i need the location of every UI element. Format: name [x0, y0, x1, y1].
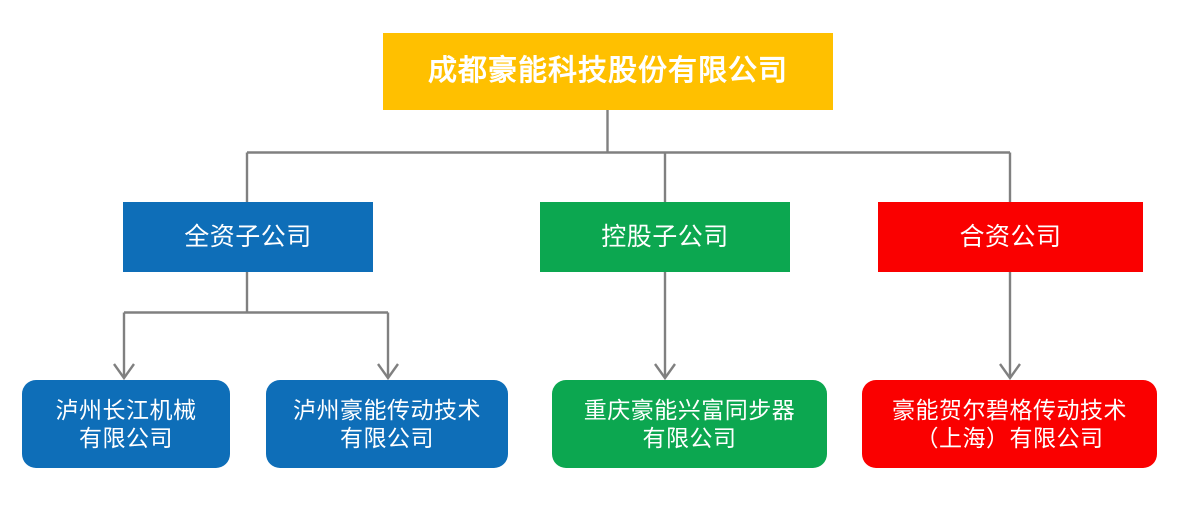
node-company-luzhou-haoneng[interactable]: 泸州豪能传动技术 有限公司 [266, 380, 508, 468]
arrowhead-blue-left [113, 363, 135, 381]
node-company-hoerbiger-shanghai[interactable]: 豪能贺尔碧格传动技术 （上海）有限公司 [862, 380, 1157, 468]
node-root-company[interactable]: 成都豪能科技股份有限公司 [383, 33, 833, 110]
arrowhead-blue-right [377, 363, 399, 381]
node-category-holding[interactable]: 控股子公司 [540, 202, 790, 272]
arrowhead-red [999, 363, 1021, 381]
arrowhead-green [654, 363, 676, 381]
node-company-chongqing-xingfu[interactable]: 重庆豪能兴富同步器 有限公司 [552, 380, 827, 468]
node-category-joint-venture[interactable]: 合资公司 [878, 202, 1143, 272]
node-company-luzhou-changjiang[interactable]: 泸州长江机械 有限公司 [22, 380, 230, 468]
node-category-wholly-owned[interactable]: 全资子公司 [123, 202, 373, 272]
